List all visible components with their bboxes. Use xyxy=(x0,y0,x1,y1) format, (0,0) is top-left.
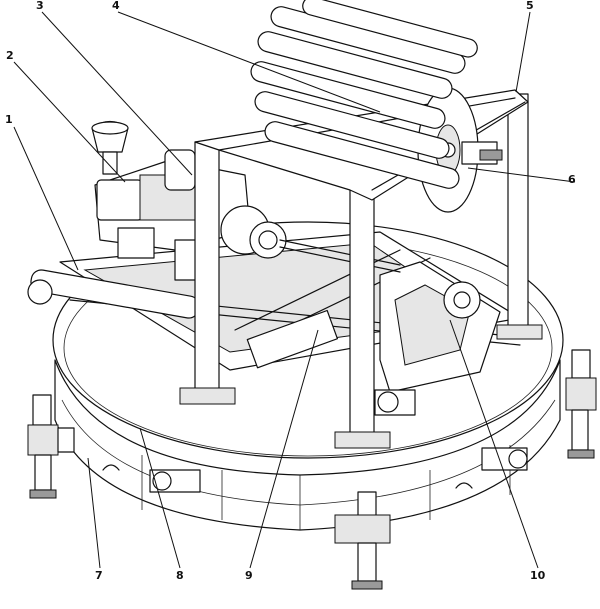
spindle-head xyxy=(91,120,401,281)
callout-8: 8 xyxy=(176,569,184,582)
callout-10: 10 xyxy=(530,569,546,582)
foot-front xyxy=(334,491,391,590)
leader-lines xyxy=(13,11,576,569)
foot-right xyxy=(565,349,597,459)
callout-2: 2 xyxy=(6,49,14,62)
callout-4: 4 xyxy=(112,0,120,12)
callout-7: 7 xyxy=(95,569,103,582)
callout-6: 6 xyxy=(568,173,576,186)
roller-tubes xyxy=(250,0,478,189)
foot-left xyxy=(27,394,75,499)
callout-5: 5 xyxy=(526,0,534,12)
callout-3: 3 xyxy=(36,0,44,12)
roller-drum xyxy=(250,0,503,213)
callout-1: 1 xyxy=(5,113,13,126)
callout-9: 9 xyxy=(245,569,253,582)
leveling-feet xyxy=(27,349,597,590)
